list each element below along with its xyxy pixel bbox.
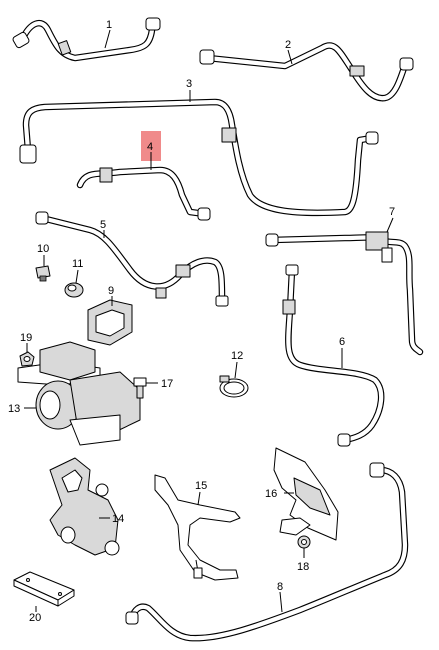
leader-8 — [279, 591, 283, 613]
callout-3: 3 — [186, 78, 192, 90]
callout-8: 8 — [277, 581, 283, 593]
callout-6: 6 — [339, 336, 345, 348]
part-11-grommet[interactable]: 11 — [64, 258, 84, 298]
callout-13: 13 — [8, 403, 20, 415]
leader-7 — [386, 217, 394, 233]
callout-2: 2 — [285, 39, 291, 51]
part-15-bracket[interactable]: 15 — [154, 474, 241, 581]
part-9-bracket[interactable]: 9 — [87, 285, 133, 346]
part-12-clamp[interactable]: 12 — [219, 350, 249, 398]
leader-1 — [104, 29, 111, 49]
part-5-hose[interactable]: 5 — [35, 211, 229, 307]
callout-11: 11 — [72, 258, 83, 270]
callout-20: 20 — [29, 612, 41, 624]
part-3-hose[interactable]: 3 — [19, 78, 379, 217]
callout-7: 7 — [389, 206, 395, 218]
selected-part-highlight — [141, 131, 161, 161]
callout-14: 14 — [112, 513, 124, 525]
callout-16: 16 — [265, 488, 277, 500]
part-10-fastener[interactable]: 10 — [35, 243, 51, 282]
part-4-hose[interactable]: 4 — [76, 141, 211, 221]
callout-17: 17 — [161, 378, 173, 390]
part-1-hose[interactable]: 1 — [12, 17, 161, 62]
part-20-plate[interactable]: 20 — [13, 571, 75, 624]
callout-18: 18 — [297, 561, 309, 573]
leader-15 — [197, 491, 201, 506]
callout-1: 1 — [106, 19, 112, 31]
part-18-nut[interactable]: 18 — [297, 535, 311, 573]
callout-5: 5 — [100, 219, 106, 231]
part-13-pump[interactable]: 13 — [8, 341, 141, 446]
part-16-heat-shield[interactable]: 16 — [265, 447, 339, 541]
part-2-hose[interactable]: 2 — [199, 39, 414, 102]
part-19-nut[interactable]: 19 — [19, 332, 35, 367]
leader-11 — [75, 269, 79, 284]
part-7-hose[interactable]: 7 — [265, 206, 424, 356]
leader-12 — [234, 361, 238, 379]
callout-9: 9 — [108, 285, 114, 297]
part-6-hose[interactable]: 6 — [282, 264, 385, 447]
part-8-hose[interactable]: 8 — [125, 462, 409, 642]
callout-4: 4 — [147, 141, 153, 153]
leader-2 — [287, 49, 293, 65]
part-17-bolt[interactable]: 17 — [133, 377, 173, 399]
callout-10: 10 — [37, 243, 49, 255]
callout-19: 19 — [20, 332, 32, 344]
callout-12: 12 — [231, 350, 243, 362]
callout-15: 15 — [195, 480, 207, 492]
part-14-bracket[interactable]: 14 — [49, 457, 124, 556]
